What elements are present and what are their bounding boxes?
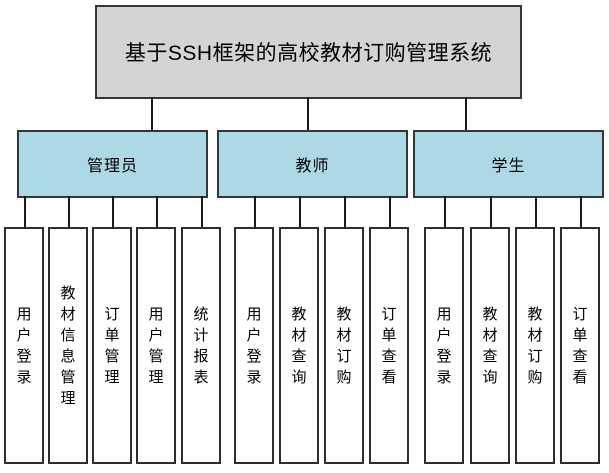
leaf-label: 教材信息管理 — [60, 284, 76, 407]
connector-admin-leaf-3 — [112, 196, 114, 228]
leaf-label: 教材查询 — [482, 305, 498, 386]
leaf-box-student-order-view: 订单查看 — [560, 227, 600, 464]
connector-admin-leaf-4 — [156, 196, 158, 228]
leaf-box-student-textbook-order: 教材订购 — [515, 227, 555, 464]
leaf-label: 用户登录 — [246, 305, 262, 386]
connector-title-admin — [151, 97, 153, 131]
connector-teacher-leaf-2 — [299, 196, 301, 228]
connector-title-student — [465, 97, 467, 131]
leaf-label: 用户管理 — [148, 305, 164, 386]
leaf-label: 订单查看 — [381, 305, 397, 386]
leaf-box-teacher-textbook-order: 教材订购 — [324, 227, 364, 464]
system-title-label: 基于SSH框架的高校教材订购管理系统 — [124, 42, 493, 65]
connector-student-leaf-2 — [490, 196, 492, 228]
leaf-box-admin-textbook-info-mgmt: 教材信息管理 — [48, 227, 88, 464]
connector-teacher-leaf-4 — [389, 196, 391, 228]
leaf-box-admin-user-mgmt: 用户管理 — [136, 227, 176, 464]
connector-title-teacher — [307, 97, 309, 131]
connector-student-leaf-1 — [444, 196, 446, 228]
branch-label-admin: 管理员 — [86, 158, 138, 175]
leaf-label: 用户登录 — [16, 305, 32, 386]
connector-admin-leaf-1 — [24, 196, 26, 228]
leaf-box-teacher-order-view: 订单查看 — [369, 227, 409, 464]
branch-box-student: 学生 — [413, 130, 604, 198]
system-title-box: 基于SSH框架的高校教材订购管理系统 — [95, 5, 522, 99]
connector-admin-leaf-5 — [201, 196, 203, 228]
leaf-label: 用户登录 — [436, 305, 452, 386]
connector-student-leaf-4 — [580, 196, 582, 228]
leaf-box-admin-user-login: 用户登录 — [4, 227, 44, 464]
connector-teacher-leaf-1 — [254, 196, 256, 228]
leaf-box-student-user-login: 用户登录 — [424, 227, 464, 464]
branch-box-teacher: 教师 — [217, 130, 408, 198]
branch-label-student: 学生 — [491, 158, 526, 175]
leaf-label: 订单管理 — [104, 305, 120, 386]
branch-box-admin: 管理员 — [17, 130, 208, 198]
leaf-box-teacher-user-login: 用户登录 — [234, 227, 274, 464]
leaf-label: 统计报表 — [193, 305, 209, 386]
connector-admin-leaf-2 — [68, 196, 70, 228]
leaf-box-admin-order-mgmt: 订单管理 — [92, 227, 132, 464]
leaf-box-student-textbook-query: 教材查询 — [470, 227, 510, 464]
leaf-box-teacher-textbook-query: 教材查询 — [279, 227, 319, 464]
leaf-label: 订单查看 — [572, 305, 588, 386]
leaf-label: 教材订购 — [336, 305, 352, 386]
leaf-label: 教材订购 — [527, 305, 543, 386]
connector-student-leaf-3 — [535, 196, 537, 228]
leaf-box-admin-statistics-report: 统计报表 — [181, 227, 221, 464]
connector-teacher-leaf-3 — [344, 196, 346, 228]
branch-label-teacher: 教师 — [295, 158, 330, 175]
leaf-label: 教材查询 — [291, 305, 307, 386]
